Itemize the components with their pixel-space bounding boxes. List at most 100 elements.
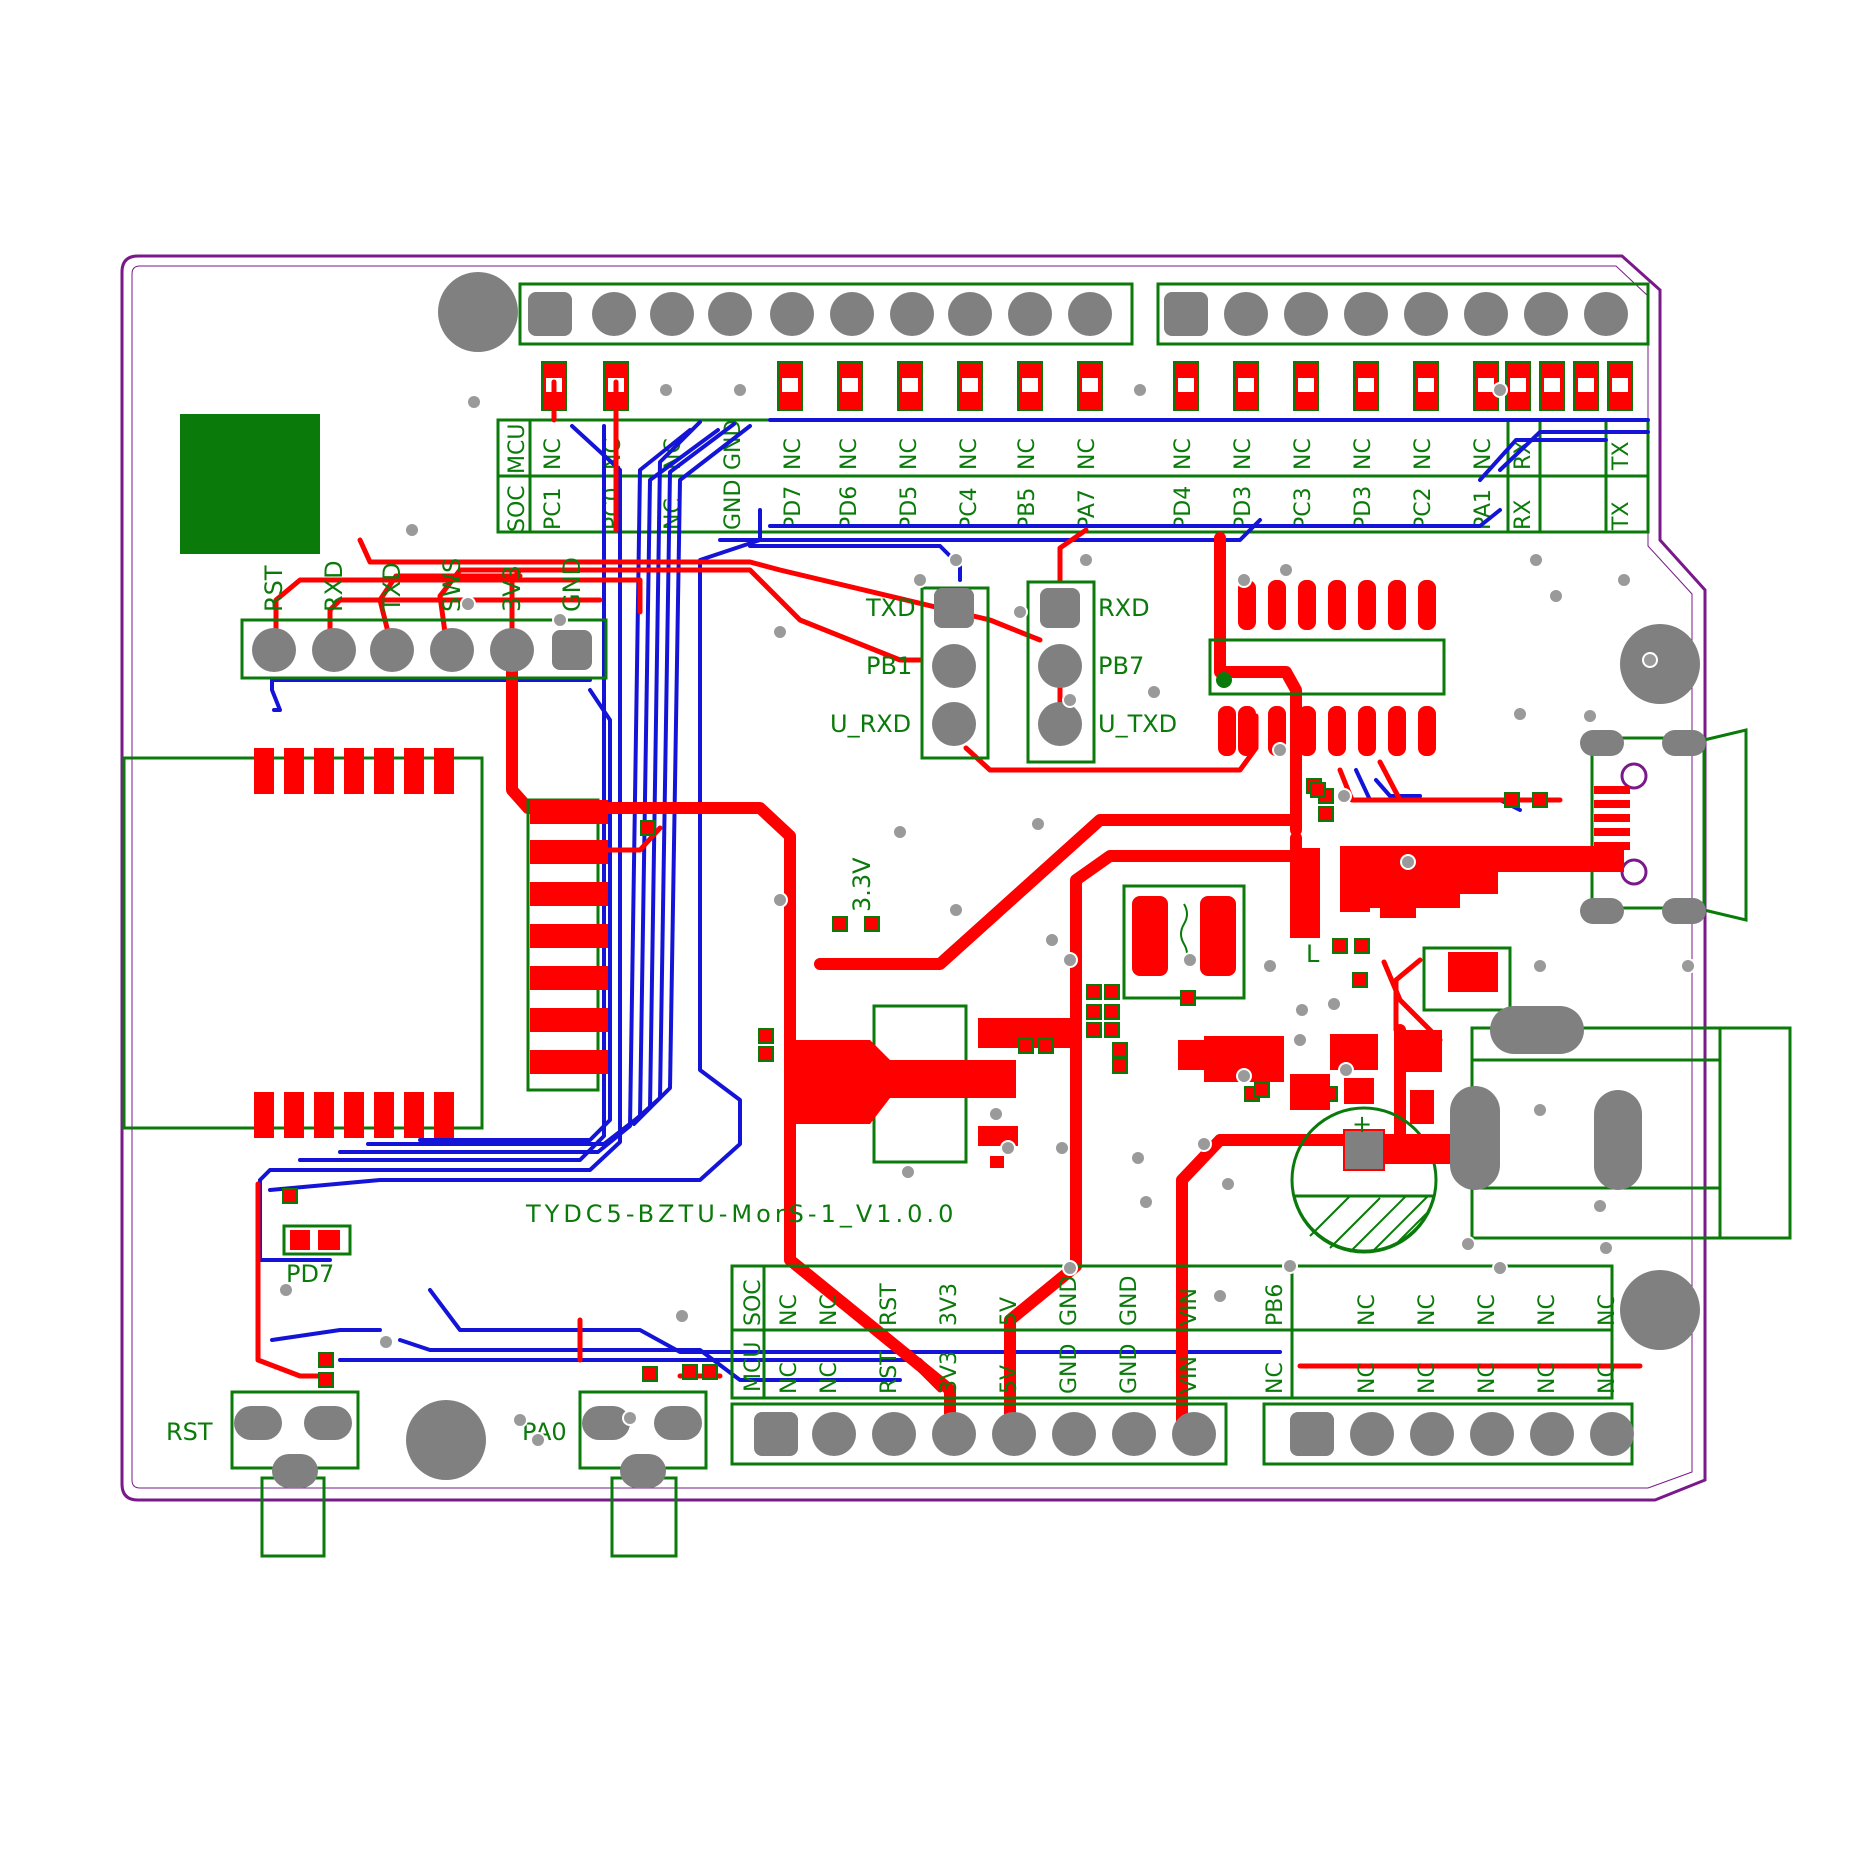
via <box>772 624 788 640</box>
prog-header-outline <box>240 618 608 680</box>
module-bottom-pad <box>314 1092 334 1138</box>
module-bottom-pad <box>254 1092 274 1138</box>
smd-passive <box>1112 1058 1128 1074</box>
bottom-soc-pin-label: GND <box>1117 1276 1142 1326</box>
bottom-mcu-pin-label: GND <box>1117 1344 1142 1394</box>
smd-passive <box>1354 938 1370 954</box>
usb-signal-pad <box>1594 828 1630 836</box>
pd7-led-outline <box>282 1224 352 1256</box>
cap-pad-plus <box>1343 1129 1385 1171</box>
ic-pad-top <box>1238 580 1256 630</box>
smd-passive <box>702 1364 718 1380</box>
bottom-soc-pin-label: NC <box>1475 1294 1500 1326</box>
via <box>1078 552 1094 568</box>
via <box>1680 958 1696 974</box>
via <box>1512 706 1528 722</box>
via <box>466 394 482 410</box>
bottom-soc-pin-label: 5V <box>997 1297 1022 1326</box>
module-side-pad <box>530 1008 608 1032</box>
via <box>1582 708 1598 724</box>
smd-passive <box>758 1046 774 1062</box>
top-soc-pin-label: TX <box>1609 501 1634 531</box>
ic-body <box>1208 638 1446 696</box>
via <box>1278 562 1294 578</box>
top-mcu-pin-label: NC <box>957 438 982 470</box>
smd-passive <box>1018 1038 1034 1054</box>
bottom-header-pin-square <box>1290 1412 1334 1456</box>
ic-pin1-marker <box>1216 672 1232 688</box>
module-top-pad <box>284 748 304 794</box>
smd-passive <box>1104 1004 1120 1020</box>
via <box>1054 1140 1070 1156</box>
smd-passive <box>1112 1042 1128 1058</box>
via <box>1012 604 1028 620</box>
inductor-pad-l <box>1132 896 1168 976</box>
via <box>1182 952 1198 968</box>
via <box>460 596 476 612</box>
uart-left-label: U_RXD <box>830 710 911 738</box>
via <box>1236 572 1252 588</box>
bottom-soc-pin-label: NC <box>817 1294 842 1326</box>
uart-left-pin-square <box>934 588 974 628</box>
usb-shield <box>1703 728 1748 922</box>
top-mcu-pin-label: NC <box>541 438 566 470</box>
usb-signal-pad <box>1594 786 1630 794</box>
top-mcu-row-label: MCU <box>505 424 530 474</box>
prog-pin-label: GND <box>558 557 586 612</box>
module-bottom-pad <box>374 1092 394 1138</box>
uart-left-pin <box>932 644 976 688</box>
via <box>622 1410 638 1426</box>
via <box>1548 588 1564 604</box>
smd-passive <box>1318 806 1334 822</box>
top-mcu-pin-label: NC <box>1291 438 1316 470</box>
via <box>1292 1032 1308 1048</box>
via <box>1492 1260 1508 1276</box>
module-top-pad <box>314 748 334 794</box>
bottom-mcu-pin-label: NC <box>1415 1362 1440 1394</box>
via <box>1598 1240 1614 1256</box>
via <box>1592 1198 1608 1214</box>
top-mcu-pin-label: NC <box>1411 438 1436 470</box>
via <box>948 902 964 918</box>
via <box>948 552 964 568</box>
via <box>552 612 568 628</box>
ic-pad-top <box>1298 580 1316 630</box>
prog-pin-square <box>552 630 592 670</box>
top-soc-pin-label: PC4 <box>957 487 982 530</box>
smd-passive <box>1086 1004 1102 1020</box>
via <box>1000 1140 1016 1156</box>
ic-pad-bottom <box>1418 706 1436 756</box>
top-soc-pin-label: RX <box>1511 500 1536 530</box>
prog-pin-label: RST <box>260 565 288 612</box>
smd-passive <box>642 1366 658 1382</box>
mount-hole-bl <box>406 1400 486 1480</box>
diode-outline <box>1422 946 1512 1012</box>
via <box>988 1106 1004 1122</box>
bottom-soc-pin-label: VIN <box>1177 1288 1202 1326</box>
smd-passive <box>758 1028 774 1044</box>
top-header-pin-square <box>1164 292 1208 336</box>
via <box>1196 1136 1212 1152</box>
usb-pad-bl <box>1580 898 1624 924</box>
top-header-right-outline <box>1156 282 1650 346</box>
top-copper-traces <box>255 379 1643 1446</box>
via <box>658 382 674 398</box>
prog-pin <box>370 628 414 672</box>
smd-passive <box>1086 1022 1102 1038</box>
bottom-mcu-row-label: MCU <box>741 1342 766 1392</box>
bottom-soc-row-label: SOC <box>741 1279 766 1326</box>
top-mcu-pin-label: NC <box>897 438 922 470</box>
uart-right-label: PB7 <box>1098 652 1144 680</box>
bottom-header-pin-square <box>754 1412 798 1456</box>
via <box>1138 1194 1154 1210</box>
bottom-soc-pin-label: RST <box>877 1283 902 1326</box>
bottom-header-pin <box>992 1412 1036 1456</box>
barrel-pad-center <box>1594 1090 1642 1190</box>
module-side-pad <box>530 1050 608 1074</box>
bottom-mcu-pin-label: VIN <box>1177 1356 1202 1394</box>
via <box>404 522 420 538</box>
smd-passive <box>1104 984 1120 1000</box>
via <box>378 1334 394 1350</box>
ic-pad-top <box>1418 580 1436 630</box>
cap-plus-label: + <box>1352 1110 1372 1138</box>
